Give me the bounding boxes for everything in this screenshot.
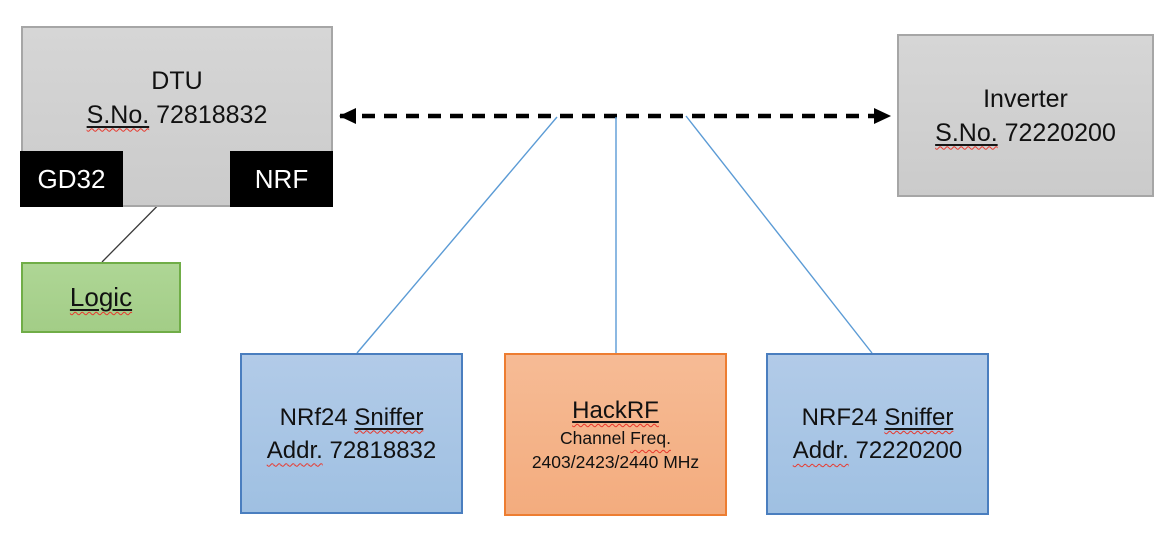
inverter-title: Inverter [983,84,1068,113]
sniffer2-name-prefix: NRF24 [801,404,878,431]
dtu-serial-line: S.No. 72818832 [87,98,268,132]
dtu-serial-label: S.No. [86,100,150,129]
hackrf-freq-word: Freq. [630,428,671,448]
sniffer2-name-line: NRF24 Sniffer [793,401,963,434]
hackrf-title-line: HackRF [532,395,699,426]
connector-line-sniffer1 [356,116,558,354]
sniffer1-name-prefix: NRf24 [279,403,348,431]
gd32-chip: GD32 [20,151,123,207]
inverter-box: Inverter S.No. 72220200 [897,34,1154,197]
logic-box: Logic [21,262,181,333]
sniffer2-addr-value: 72220200 [855,437,963,464]
inverter-serial-line: S.No. 72220200 [935,116,1116,150]
sniffer2-addr-label: Addr. [792,437,849,464]
sniffer1-name-line: NRf24 Sniffer [267,401,437,434]
sniffer2-box: NRF24 Sniffer Addr. 72220200 [766,353,989,515]
sniffer1-name-word: Sniffer [354,403,424,431]
hackrf-box: HackRF Channel Freq. 2403/2423/2440 MHz [504,353,727,516]
logic-label: Logic [69,282,133,312]
hackrf-freq-line: Channel Freq. [532,426,699,450]
inverter-serial-label: S.No. [935,118,998,147]
hackrf-freq-prefix: Channel [560,428,626,448]
gd32-chip-label: GD32 [37,163,106,194]
sniffer1-addr-value: 72818832 [329,436,437,464]
inverter-serial-value: 72220200 [1004,118,1116,147]
hackrf-title: HackRF [572,397,659,424]
sniffer1-addr-label: Addr. [266,436,323,464]
nrf-chip: NRF [230,151,333,207]
sniffer2-addr-line: Addr. 72220200 [793,434,963,467]
dtu-serial-value: 72818832 [156,100,268,129]
sniffer1-box: NRf24 Sniffer Addr. 72818832 [240,353,463,514]
sniffer2-name-word: Sniffer [884,404,954,431]
connector-line-sniffer2 [685,115,873,354]
hackrf-channels: 2403/2423/2440 MHz [531,452,700,472]
dtu-title: DTU [151,66,203,95]
nrf-chip-label: NRF [254,163,309,194]
sniffer1-addr-line: Addr. 72818832 [267,434,437,467]
